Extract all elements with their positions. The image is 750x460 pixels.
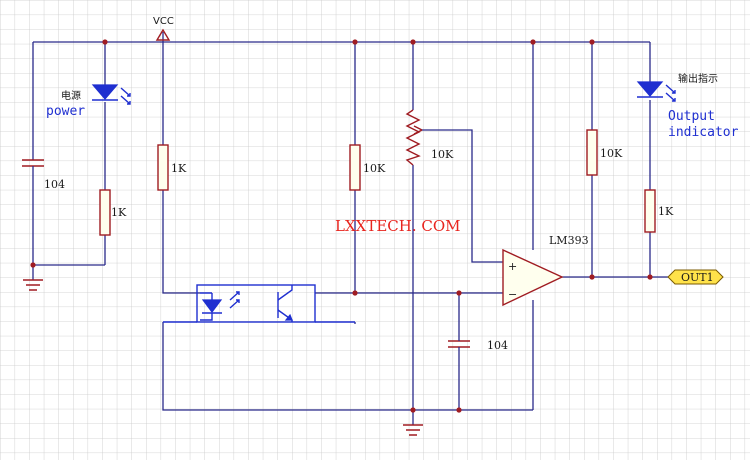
plus-input-label: + (508, 260, 517, 273)
output-label-cn: 输出指示 (678, 72, 718, 85)
ground-symbol-left (23, 279, 43, 291)
resistor-led-left: 1K (99, 189, 127, 236)
out1-label: OUT1 (681, 271, 714, 284)
lm393-comparator: + − LM393 (502, 234, 589, 307)
ic-label: LM393 (549, 234, 589, 247)
resistor-opto-label: 1K (171, 162, 187, 175)
potentiometer-label: 10K (431, 148, 454, 161)
resistor-10k-pullup: 10K (586, 129, 623, 176)
resistor-10k-pullup-label: 10K (600, 147, 623, 160)
output-label-en-2: indicator (668, 125, 739, 140)
output-label-en-1: Output (668, 109, 715, 124)
vcc-symbol: VCC (153, 16, 174, 41)
potentiometer-10k: 10K (405, 109, 454, 166)
led-power: 电源 power (46, 84, 131, 119)
out1-net-label: OUT1 (667, 269, 724, 285)
vcc-label: VCC (153, 16, 174, 27)
resistor-10k-mid-label: 10K (363, 162, 386, 175)
resistor-opto: 1K (157, 144, 187, 191)
capacitor-left-label: 104 (44, 178, 65, 191)
resistor-10k-mid: 10K (349, 144, 386, 191)
led-output: 输出指示 Output indicator (636, 72, 739, 140)
optocoupler (163, 284, 355, 323)
capacitor-left: 104 (22, 159, 65, 191)
wires (32, 32, 668, 425)
ground-symbol-bottom (403, 424, 423, 436)
capacitor-bottom-label: 104 (487, 339, 508, 352)
power-label-en: power (46, 104, 85, 119)
junction-dots (30, 39, 653, 413)
resistor-led-right-label: 1K (658, 205, 674, 218)
capacitor-bottom: 104 (448, 335, 508, 352)
minus-input-label: − (508, 288, 517, 301)
power-label-cn: 电源 (61, 89, 81, 102)
watermark-text: LXXTECH. COM (335, 217, 461, 235)
resistor-led-left-label: 1K (111, 206, 127, 219)
resistor-led-right: 1K (644, 189, 674, 233)
